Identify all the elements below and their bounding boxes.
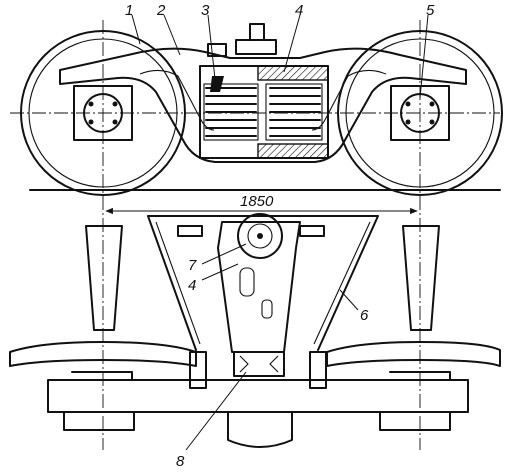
- left-wheel-plan: [9, 225, 197, 367]
- leader-lines: [131, 14, 429, 451]
- label-2: 2: [156, 2, 166, 19]
- label-7: 7: [188, 257, 197, 274]
- label-1: 1: [125, 2, 133, 19]
- plan-view: [9, 213, 501, 448]
- center-coupling-detail: [189, 351, 327, 389]
- center-pivot: [237, 213, 283, 259]
- label-5: 5: [426, 2, 435, 19]
- wheelbase-dimension: 1850: [105, 193, 418, 215]
- brake-rigging: [147, 215, 379, 351]
- side-elevation-view: [10, 20, 503, 450]
- label-4-top: 4: [295, 2, 303, 19]
- axle-beam: [47, 379, 469, 413]
- label-3: 3: [201, 2, 210, 19]
- bolster: [217, 221, 301, 353]
- right-wheel-plan: [326, 225, 501, 367]
- label-6: 6: [360, 307, 369, 324]
- side-frame: [59, 47, 467, 163]
- dimension-value: 1850: [240, 193, 274, 210]
- label-8: 8: [176, 453, 185, 470]
- label-4-bottom: 4: [188, 277, 196, 294]
- spring-set: [199, 23, 329, 159]
